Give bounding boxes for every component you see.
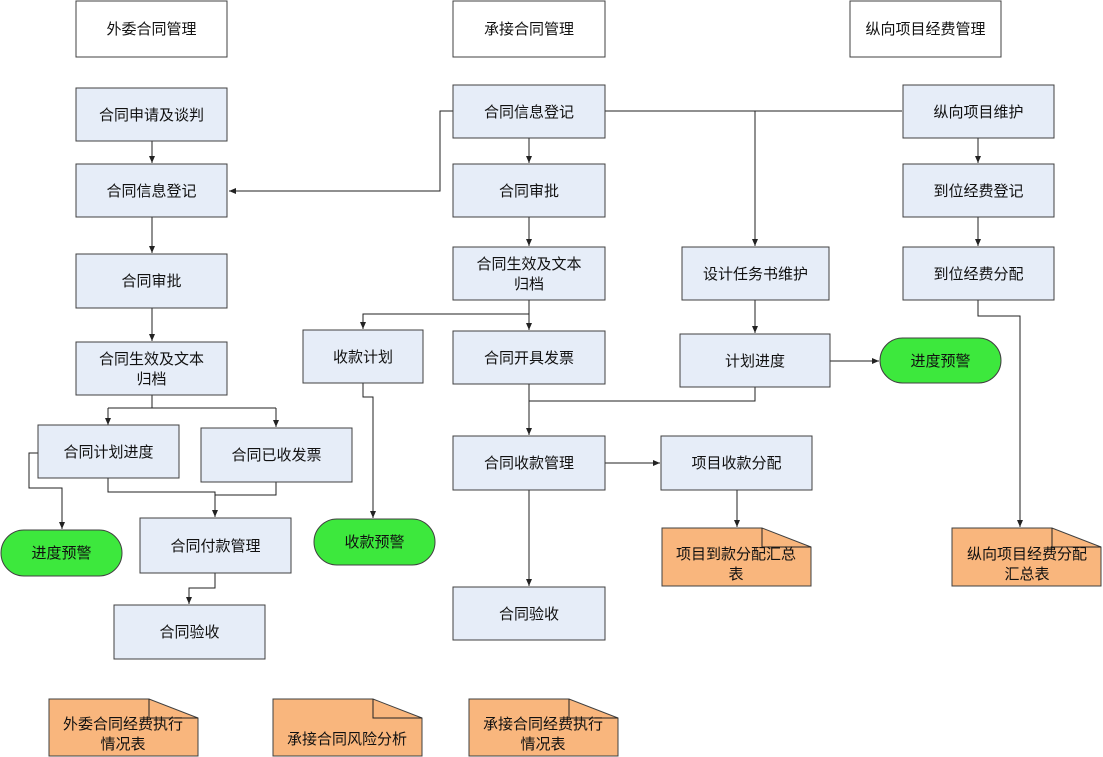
- node-outsource-approve-label: 合同审批: [121, 272, 181, 290]
- node-undertake-effective-label-line1: 合同生效及文本: [476, 255, 581, 273]
- node-undertake-effective-label-line2: 归档: [514, 275, 544, 293]
- node-undertake-acceptance-label: 合同验收: [499, 605, 559, 623]
- header-undertake: 承接合同管理: [452, 0, 606, 58]
- connector-effective-to-collection-plan: [360, 313, 529, 329]
- node-undertake-effective: 合同生效及文本 归档: [452, 246, 606, 301]
- report-vertical-allocation-label-line2: 汇总表: [1004, 565, 1049, 583]
- node-outsource-payment: 合同付款管理: [139, 517, 292, 574]
- connector-effective-split: [107, 395, 277, 427]
- connector-undertake-register-to-outsource-register: [229, 110, 453, 194]
- node-outsource-effective-label-line1: 合同生效及文本: [99, 350, 204, 368]
- connector-plan-to-collection-warning: [362, 383, 376, 518]
- node-vertical-arrival-allocation: 到位经费分配: [902, 246, 1055, 301]
- report-vertical-allocation-label-line1: 纵向项目经费分配: [967, 545, 1087, 563]
- node-undertake-collection-plan: 收款计划: [302, 329, 424, 384]
- report-undertake-exec-label-line2: 情况表: [520, 735, 565, 753]
- node-undertake-register-label: 合同信息登记: [484, 103, 574, 121]
- node-undertake-plan-progress-label: 计划进度: [725, 352, 785, 370]
- connector-progress-to-collection-mgmt: [529, 387, 756, 402]
- node-outsource-acceptance-label: 合同验收: [159, 623, 219, 641]
- report-undertake-allocation-label-line1: 项目到款分配汇总: [676, 545, 796, 563]
- node-outsource-register: 合同信息登记: [75, 163, 228, 218]
- node-vertical-arrival-allocation-label: 到位经费分配: [933, 265, 1023, 283]
- report-risk-analysis-label: 承接合同风险分析: [287, 730, 407, 748]
- node-undertake-register: 合同信息登记: [452, 84, 606, 139]
- connector-payment-to-acceptance: [186, 573, 216, 604]
- report-vertical-allocation: 纵向项目经费分配 汇总表: [951, 527, 1102, 587]
- node-undertake-collection-mgmt: 合同收款管理: [452, 435, 606, 491]
- node-vertical-arrival-register-label: 到位经费登记: [933, 182, 1023, 200]
- node-outsource-plan-progress-label: 合同计划进度: [63, 443, 153, 461]
- report-undertake-allocation: 项目到款分配汇总 表: [661, 527, 812, 587]
- node-outsource-approve: 合同审批: [75, 253, 228, 309]
- header-outsource: 外委合同管理: [75, 0, 228, 58]
- report-outsource-exec-label-line2: 情况表: [100, 735, 145, 753]
- node-undertake-design-task: 设计任务书维护: [681, 246, 830, 301]
- node-undertake-approve-label: 合同审批: [499, 182, 559, 200]
- node-outsource-apply-label: 合同申请及谈判: [99, 106, 204, 124]
- report-outsource-exec: 外委合同经费执行 情况表: [48, 698, 199, 757]
- node-outsource-apply: 合同申请及谈判: [75, 87, 228, 142]
- node-undertake-collection-plan-label: 收款计划: [333, 348, 393, 366]
- node-undertake-plan-progress: 计划进度: [679, 333, 831, 388]
- connector-plan-to-payment: [107, 478, 218, 517]
- report-undertake-exec-label-line1: 承接合同经费执行: [483, 715, 603, 733]
- node-vertical-maintain-label: 纵向项目维护: [933, 103, 1023, 121]
- node-outsource-register-label: 合同信息登记: [106, 182, 196, 200]
- header-vertical: 纵向项目经费管理: [849, 0, 1002, 58]
- node-outsource-effective: 合同生效及文本 归档: [75, 341, 228, 396]
- node-outsource-invoice-received: 合同已收发票: [200, 427, 353, 483]
- node-undertake-issue-invoice-label: 合同开具发票: [484, 349, 574, 367]
- node-outsource-progress-warning-label: 进度预警: [31, 544, 91, 562]
- node-outsource-effective-label-line2: 归档: [136, 370, 166, 388]
- node-outsource-invoice-received-label: 合同已收发票: [231, 446, 321, 464]
- header-outsource-label: 外委合同管理: [106, 20, 196, 38]
- node-vertical-maintain: 纵向项目维护: [902, 84, 1055, 139]
- node-undertake-progress-warning-label: 进度预警: [910, 352, 970, 370]
- node-undertake-collection-mgmt-label: 合同收款管理: [484, 454, 574, 472]
- node-outsource-plan-progress: 合同计划进度: [37, 424, 180, 479]
- node-undertake-issue-invoice: 合同开具发票: [452, 330, 606, 385]
- node-vertical-arrival-register: 到位经费登记: [902, 163, 1055, 218]
- node-undertake-approve: 合同审批: [452, 163, 606, 218]
- node-undertake-project-allocation-label: 项目收款分配: [691, 454, 781, 472]
- node-undertake-acceptance: 合同验收: [452, 586, 606, 641]
- node-undertake-collection-warning: 收款预警: [313, 518, 436, 566]
- node-undertake-design-task-label: 设计任务书维护: [703, 265, 808, 283]
- node-outsource-acceptance: 合同验收: [113, 604, 266, 660]
- report-risk-analysis: 承接合同风险分析: [272, 698, 423, 757]
- node-outsource-payment-label: 合同付款管理: [170, 537, 260, 555]
- connectors: [28, 110, 1023, 604]
- report-outsource-exec-label-line1: 外委合同经费执行: [63, 715, 183, 733]
- node-outsource-progress-warning: 进度预警: [0, 529, 123, 577]
- connector-allocation-to-vertical-report: [977, 300, 1023, 527]
- report-undertake-exec: 承接合同经费执行 情况表: [468, 698, 619, 757]
- report-undertake-allocation-label-line2: 表: [728, 565, 743, 583]
- node-undertake-collection-warning-label: 收款预警: [344, 533, 404, 551]
- connector-invoice-to-payment: [215, 482, 277, 496]
- node-undertake-progress-warning: 进度预警: [879, 337, 1002, 384]
- header-vertical-label: 纵向项目经费管理: [865, 20, 985, 38]
- header-undertake-label: 承接合同管理: [484, 20, 574, 38]
- connector-plan-to-warning: [28, 452, 65, 529]
- node-undertake-project-allocation: 项目收款分配: [660, 435, 813, 491]
